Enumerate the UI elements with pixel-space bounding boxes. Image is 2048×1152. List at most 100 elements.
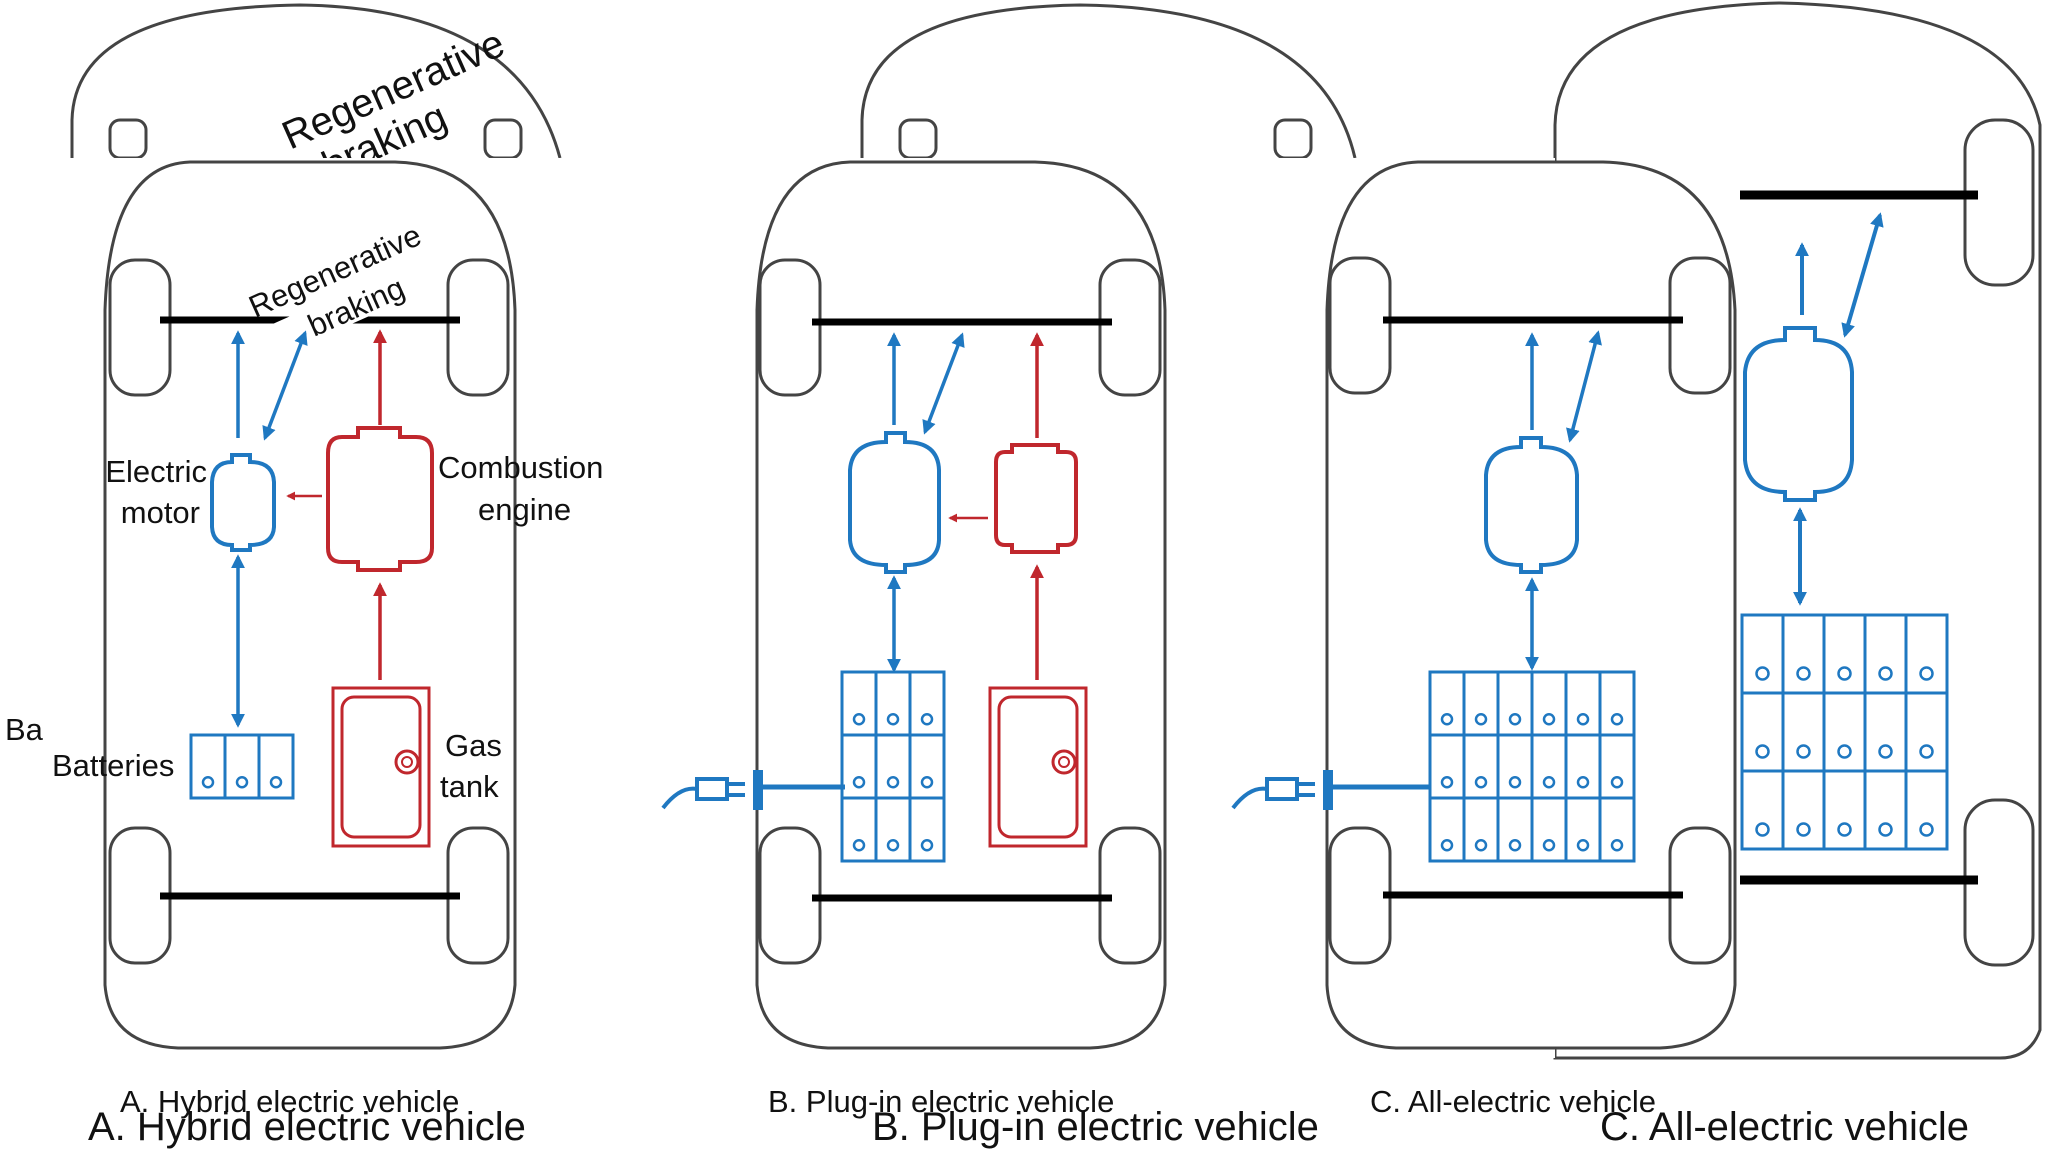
wheel-rear-left: [1328, 826, 1392, 965]
battery-cell: [257, 733, 295, 800]
battery-terminal-icon: [1919, 822, 1934, 837]
electric-motor-icon: [848, 431, 941, 574]
caption-allelectric: C. All-electric vehicle: [1370, 1084, 1656, 1119]
battery-terminal-icon: [1878, 744, 1893, 759]
battery-terminal-icon: [852, 776, 866, 789]
battery-cell: [1598, 796, 1636, 863]
charging-plug-icon: [661, 770, 845, 810]
label-gas: Gas: [445, 728, 502, 763]
battery-terminal-icon: [1576, 776, 1590, 789]
battery-cell: [1863, 613, 1908, 695]
battery-cell: [1781, 613, 1826, 695]
battery-terminal-icon: [1440, 776, 1454, 789]
battery-cell: [1564, 733, 1602, 800]
ghost-car-roof-b: [860, 3, 1357, 159]
ghost-arrow-regen-c: [1841, 212, 1884, 338]
arrow-regenerative: [262, 330, 308, 441]
battery-cell: [874, 670, 912, 737]
ghost-wheel-c1: [1963, 118, 2035, 287]
ghost-caption-allelectric: C. All-electric vehicle: [1600, 1105, 1969, 1149]
battery-pack-large: [1428, 670, 1636, 863]
car-plugin: [661, 160, 1167, 1050]
battery-terminal-icon: [1755, 822, 1770, 837]
battery-terminal-icon: [1837, 822, 1852, 837]
electric-motor-icon: [1484, 436, 1579, 574]
battery-cell: [908, 796, 946, 863]
label-engine: engine: [478, 492, 571, 527]
battery-terminal-icon: [1474, 839, 1488, 852]
battery-terminal-icon: [920, 776, 934, 789]
battery-cell: [1822, 769, 1867, 851]
plug-body: [1265, 777, 1299, 801]
battery-terminal-icon: [1837, 744, 1852, 759]
battery-cell: [1740, 613, 1785, 695]
label-electric: Electric: [105, 454, 207, 489]
combustion-engine-icon: [326, 426, 434, 572]
wheel-front-right: [1098, 258, 1162, 397]
battery-cell: [1564, 796, 1602, 863]
battery-cell: [1564, 670, 1602, 737]
wheel-rear-left: [758, 826, 822, 965]
label-motor: motor: [121, 495, 200, 530]
battery-cell: [840, 733, 878, 800]
battery-cell: [840, 796, 878, 863]
plug-cord: [1231, 786, 1268, 810]
battery-cell: [1462, 670, 1500, 737]
battery-cell: [1740, 769, 1785, 851]
battery-terminal-icon: [920, 713, 934, 726]
gas-tank-inner: [997, 695, 1079, 839]
ghost-wheel-b2: [1273, 118, 1313, 160]
battery-cell: [1598, 670, 1636, 737]
battery-terminal-icon: [1474, 776, 1488, 789]
gas-cap-inner: [1058, 756, 1070, 768]
battery-cell: [1530, 796, 1568, 863]
battery-cell: [1740, 691, 1785, 773]
battery-cell: [1496, 796, 1534, 863]
ghost-car-roof-a: [70, 3, 562, 159]
battery-terminal-icon: [1610, 839, 1624, 852]
plug-body: [695, 777, 729, 801]
battery-terminal-icon: [852, 839, 866, 852]
battery-terminal-icon: [1610, 776, 1624, 789]
battery-terminal-icon: [1508, 839, 1522, 852]
battery-terminal-icon: [1796, 666, 1811, 681]
battery-pack-small: [189, 733, 295, 800]
car-hybrid: Regenerative braking Electric motor Comb…: [52, 160, 603, 1050]
battery-terminal-icon: [1878, 666, 1893, 681]
battery-cell: [840, 670, 878, 737]
arrow-regenerative: [922, 332, 965, 435]
battery-terminal-icon: [1796, 744, 1811, 759]
ghost-caption-hybrid: A. Hybrid electric vehicle: [88, 1105, 526, 1149]
battery-cell: [1462, 733, 1500, 800]
battery-terminal-icon: [886, 839, 900, 852]
gas-cap-inner: [401, 756, 413, 768]
battery-cell: [1598, 733, 1636, 800]
battery-cell: [1496, 733, 1534, 800]
battery-terminal-icon: [1576, 839, 1590, 852]
battery-cell: [1822, 691, 1867, 773]
label-combustion: Combustion: [438, 450, 603, 485]
electric-motor-icon: [210, 453, 276, 552]
battery-cell: [1428, 733, 1466, 800]
battery-cell: [1863, 691, 1908, 773]
label-batteries: Batteries: [52, 748, 174, 783]
battery-terminal-icon: [201, 776, 215, 789]
battery-terminal-icon: [1508, 776, 1522, 789]
battery-terminal-icon: [1755, 666, 1770, 681]
label-tank: tank: [440, 769, 499, 804]
wheel-front-left: [758, 258, 822, 397]
battery-pack-medium: [840, 670, 946, 863]
battery-terminal-icon: [1440, 839, 1454, 852]
ghost-battery-pack-c: [1740, 613, 1949, 851]
battery-terminal-icon: [1837, 666, 1852, 681]
battery-terminal-icon: [1755, 744, 1770, 759]
car-allelectric: [1231, 160, 1737, 1050]
battery-terminal-icon: [1919, 666, 1934, 681]
gas-tank-inner: [340, 695, 422, 839]
caption-hybrid: A. Hybrid electric vehicle: [120, 1084, 459, 1119]
battery-cell: [1781, 769, 1826, 851]
battery-terminal-icon: [1796, 822, 1811, 837]
arrow-regenerative: [1566, 330, 1602, 443]
battery-cell: [874, 796, 912, 863]
